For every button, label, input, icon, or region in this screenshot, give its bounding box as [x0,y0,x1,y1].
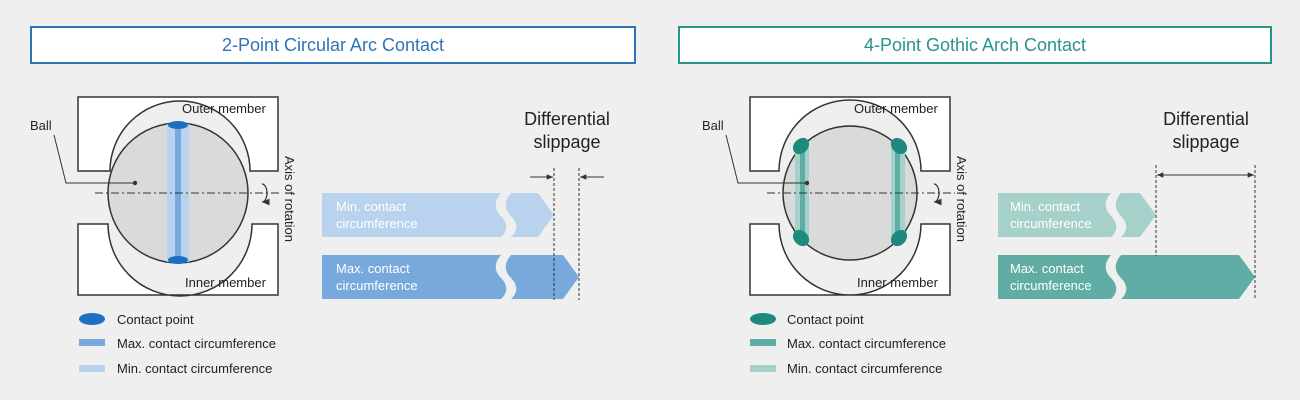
legend-contact-point-icon [79,313,105,325]
left-legend: Contact point Max. contact circumference… [79,312,276,376]
differential-label-line1: Differential [1163,109,1249,129]
max-arrow-label-line2: circumference [1010,278,1092,293]
legend-min-label: Min. contact circumference [117,361,272,376]
min-circumference-arrow-tip [505,193,554,237]
max-arrow-label-line1: Max. contact [1010,261,1084,276]
min-circumference-arrow [998,193,1117,237]
max-contact-band-left [800,144,805,240]
legend-max-label: Max. contact circumference [787,336,946,351]
legend-contact-point-label: Contact point [117,312,194,327]
contact-point-bottom [168,256,188,264]
panel-title-2-point: 2-Point Circular Arc Contact [30,26,636,64]
inner-member-label: Inner member [857,275,939,290]
axis-of-rotation-label: Axis of rotation [282,156,297,242]
right-slippage-diagram: Min. contact circumference Max. contact … [998,109,1256,300]
ball-label: Ball [30,118,52,133]
outer-member-shape [77,96,279,172]
right-legend: Contact point Max. contact circumference… [750,312,946,376]
legend-max-label: Max. contact circumference [117,336,276,351]
ball-leader-line [53,134,135,184]
legend-min-icon [79,365,105,372]
axis-of-rotation-label: Axis of rotation [954,156,969,242]
max-circumference-arrow [322,255,507,299]
ball-label: Ball [702,118,724,133]
legend-max-icon [79,339,105,346]
contact-point-bottom-left [792,229,810,247]
min-circumference-arrow-tip [1115,193,1156,237]
legend-contact-point-icon [750,313,776,325]
legend-max-icon [750,339,776,346]
differential-label-line2: slippage [1172,132,1239,152]
ball-leader-line [725,134,807,184]
max-circumference-arrow [998,255,1117,299]
min-arrow-label-line1: Min. contact [336,199,406,214]
panel-title-4-point: 4-Point Gothic Arch Contact [678,26,1272,64]
min-arrow-label-line2: circumference [1010,216,1092,231]
max-arrow-label-line1: Max. contact [336,261,410,276]
max-contact-band-right [895,144,900,240]
min-circumference-arrow [322,193,507,237]
contact-point-bottom-right [890,229,908,247]
left-slippage-diagram: Min. contact circumference Max. contact … [322,109,610,300]
rotation-arrow-icon [261,183,270,206]
contact-point-top-right [890,137,908,155]
outer-member-label: Outer member [182,101,266,116]
max-arrow-label-line2: circumference [336,278,418,293]
max-circumference-arrow-tip [1115,255,1255,299]
max-circumference-arrow-tip [505,255,579,299]
left-bearing-cross-section: Ball Outer member Inner member Axis of r… [30,96,297,297]
min-arrow-label-line2: circumference [336,216,418,231]
differential-label-line1: Differential [524,109,610,129]
outer-member-label: Outer member [854,101,938,116]
inner-member-shape [749,223,951,296]
contact-point-top-left [792,137,810,155]
differential-label-line2: slippage [533,132,600,152]
min-arrow-label-line1: Min. contact [1010,199,1080,214]
legend-min-icon [750,365,776,372]
inner-member-shape [77,223,279,297]
legend-contact-point-label: Contact point [787,312,864,327]
rotation-arrow-icon [933,183,942,206]
contact-point-top [168,121,188,129]
inner-member-label: Inner member [185,275,267,290]
outer-member-shape [749,96,951,172]
right-bearing-cross-section: Ball Outer member Inner member Axis of r… [702,96,969,296]
legend-min-label: Min. contact circumference [787,361,942,376]
